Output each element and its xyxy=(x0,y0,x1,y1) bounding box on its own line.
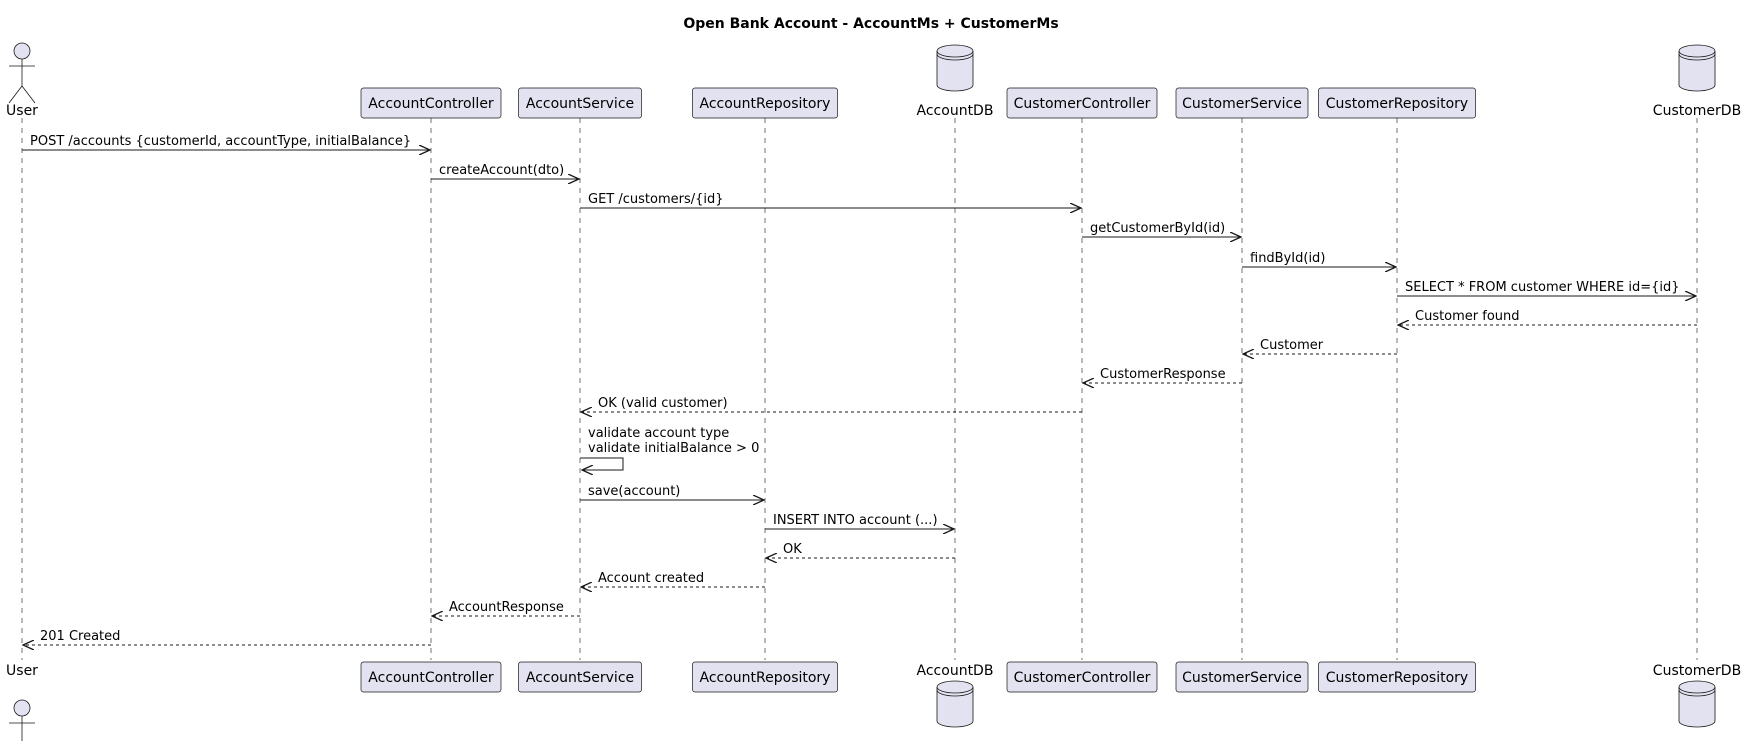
message-10: OK (valid customer) xyxy=(581,396,1082,412)
participant-label: CustomerDB xyxy=(1653,103,1741,119)
message-2: createAccount(dto) xyxy=(431,163,579,179)
participant-label: AccountDB xyxy=(917,103,994,119)
participant-label: AccountRepository xyxy=(700,670,831,686)
message-15: Account created xyxy=(581,571,765,587)
participant-customerRepository-bottom: CustomerRepository xyxy=(1318,661,1476,693)
participant-customerDB-top: CustomerDB xyxy=(1653,44,1741,119)
diagram-title: Open Bank Account - AccountMs + Customer… xyxy=(683,16,1058,32)
participant-label: AccountService xyxy=(526,96,634,112)
participant-label: User xyxy=(6,103,38,119)
participant-accountDB-top: AccountDB xyxy=(917,44,994,119)
message-label: POST /accounts {customerId, accountType,… xyxy=(30,134,411,149)
participants-bottom: User AccountController AccountService Accou… xyxy=(6,661,1741,741)
message-label: validate initialBalance > 0 xyxy=(588,441,759,456)
message-4: getCustomerById(id) xyxy=(1082,221,1241,237)
participant-box xyxy=(1175,661,1309,693)
participant-box xyxy=(360,87,502,119)
message-6: SELECT * FROM customer WHERE id={id} xyxy=(1397,280,1696,296)
message-label: validate account type xyxy=(588,426,729,441)
participant-accountRepository-bottom: AccountRepository xyxy=(692,661,838,693)
participant-box xyxy=(1318,87,1476,119)
message-label: SELECT * FROM customer WHERE id={id} xyxy=(1405,280,1680,295)
participant-label: CustomerService xyxy=(1182,670,1302,686)
message-label: CustomerResponse xyxy=(1100,367,1226,382)
participant-customerController-bottom: CustomerController xyxy=(1006,661,1158,693)
actor-icon xyxy=(8,42,36,104)
participant-customerService-bottom: CustomerService xyxy=(1175,661,1309,693)
message-label: 201 Created xyxy=(40,629,120,644)
message-label: INSERT INTO account (...) xyxy=(773,513,938,528)
participant-box xyxy=(1175,87,1309,119)
participant-label: CustomerRepository xyxy=(1326,96,1468,112)
participant-user-top: User xyxy=(6,42,38,119)
message-label: findById(id) xyxy=(1250,251,1325,266)
message-16: AccountResponse xyxy=(432,600,580,616)
participant-label: AccountController xyxy=(368,96,494,112)
message-label: Customer xyxy=(1260,338,1324,353)
participant-box xyxy=(360,661,502,693)
message-label: OK (valid customer) xyxy=(598,396,728,411)
message-9: CustomerResponse xyxy=(1083,367,1242,383)
message-14: OK xyxy=(766,542,955,558)
message-1: POST /accounts {customerId, accountType,… xyxy=(22,134,430,150)
message-label: getCustomerById(id) xyxy=(1090,221,1225,236)
participant-label: CustomerRepository xyxy=(1326,670,1468,686)
participant-box xyxy=(518,87,642,119)
participant-customerController-top: CustomerController xyxy=(1006,87,1158,119)
database-icon xyxy=(1678,680,1716,728)
message-13: INSERT INTO account (...) xyxy=(765,513,954,529)
actor-icon xyxy=(9,699,35,741)
lifelines xyxy=(21,118,1698,660)
message-17: 201 Created xyxy=(23,629,431,645)
participant-box xyxy=(692,661,838,693)
database-icon xyxy=(936,44,974,92)
participant-label: AccountRepository xyxy=(700,96,831,112)
message-label: Customer found xyxy=(1415,309,1520,324)
participant-label: CustomerDB xyxy=(1653,663,1741,679)
participant-accountController-top: AccountController xyxy=(360,87,502,119)
database-icon xyxy=(936,680,974,728)
message-label: Account created xyxy=(598,571,704,586)
participant-box xyxy=(1006,87,1158,119)
message-label: GET /customers/{id} xyxy=(588,192,724,207)
participant-customerService-top: CustomerService xyxy=(1175,87,1309,119)
participant-customerRepository-top: CustomerRepository xyxy=(1318,87,1476,119)
participant-label: CustomerService xyxy=(1182,96,1302,112)
message-12: save(account) xyxy=(580,484,764,500)
participants-top: User AccountController AccountService Accou… xyxy=(6,42,1741,119)
participant-box xyxy=(1006,661,1158,693)
messages: POST /accounts {customerId, accountType,… xyxy=(22,134,1697,645)
message-label: save(account) xyxy=(588,484,680,499)
message-label: createAccount(dto) xyxy=(439,163,564,178)
participant-accountController-bottom: AccountController xyxy=(360,661,502,693)
participant-box xyxy=(692,87,838,119)
participant-user-bottom: User xyxy=(6,663,38,741)
message-arrow xyxy=(580,457,624,470)
message-5: findById(id) xyxy=(1242,251,1396,267)
participant-customerDB-bottom: CustomerDB xyxy=(1653,663,1741,728)
participant-label: User xyxy=(6,663,38,679)
participant-label: CustomerController xyxy=(1014,670,1151,686)
participant-accountDB-bottom: AccountDB xyxy=(917,663,994,728)
participant-label: AccountController xyxy=(368,670,494,686)
message-label: AccountResponse xyxy=(449,600,564,615)
participant-box xyxy=(518,661,642,693)
participant-accountService-top: AccountService xyxy=(518,87,642,119)
message-3: GET /customers/{id} xyxy=(580,192,1081,208)
participant-label: CustomerController xyxy=(1014,96,1151,112)
message-label: OK xyxy=(783,542,802,557)
participant-accountRepository-top: AccountRepository xyxy=(692,87,838,119)
database-icon xyxy=(1678,44,1716,92)
participant-box xyxy=(1318,661,1476,693)
participant-accountService-bottom: AccountService xyxy=(518,661,642,693)
participant-label: AccountDB xyxy=(917,663,994,679)
message-8: Customer xyxy=(1243,338,1397,354)
message-7: Customer found xyxy=(1398,309,1697,325)
participant-label: AccountService xyxy=(526,670,634,686)
